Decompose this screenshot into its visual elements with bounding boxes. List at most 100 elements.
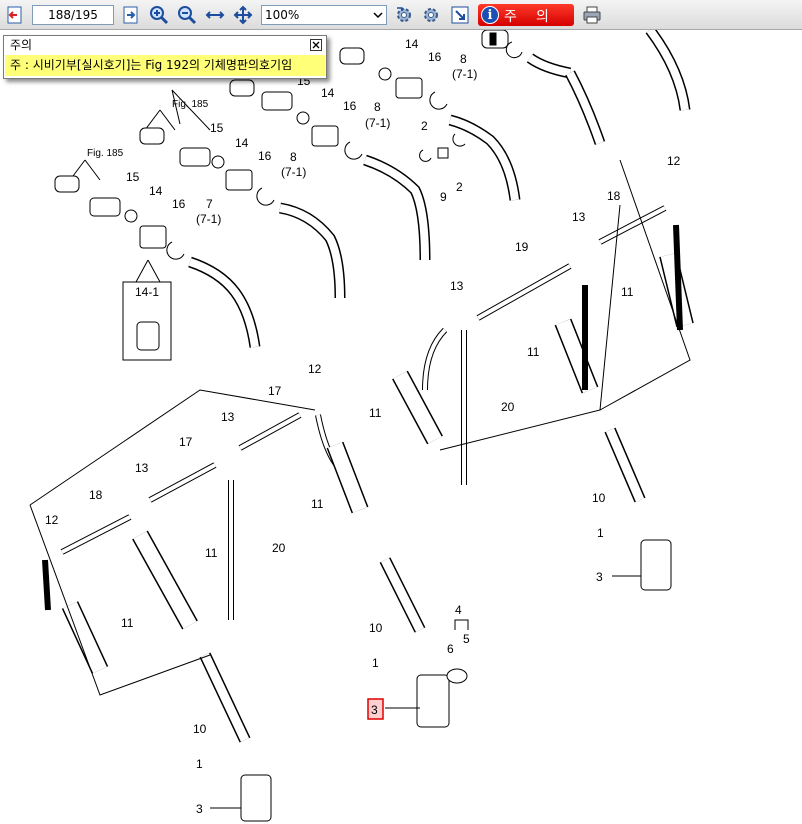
export-icon bbox=[451, 6, 469, 24]
connector-top-right bbox=[481, 30, 691, 145]
label-13-b: 13 bbox=[450, 279, 464, 293]
popup-title: 주의 bbox=[4, 36, 326, 54]
label-14-a: 14 bbox=[405, 37, 419, 51]
close-icon bbox=[312, 41, 320, 49]
fit-width-button[interactable] bbox=[204, 4, 226, 26]
label-20-b: 20 bbox=[272, 541, 286, 555]
notice-label-second: 의 bbox=[536, 9, 549, 25]
row-4-assembly bbox=[54, 159, 261, 348]
label-8-c: 8 bbox=[290, 150, 297, 164]
zoom-in-icon bbox=[150, 6, 169, 25]
right-hose-system bbox=[392, 159, 694, 591]
label-16-a: 16 bbox=[428, 50, 442, 64]
rotate-cw-button[interactable] bbox=[393, 4, 415, 26]
label-12-c: 12 bbox=[45, 513, 59, 527]
chevron-down-icon bbox=[370, 6, 386, 24]
zoom-out-button[interactable] bbox=[176, 4, 198, 26]
label-14-1: 14-1 bbox=[135, 285, 159, 299]
label-18-a: 18 bbox=[607, 189, 621, 203]
label-1-a: 1 bbox=[597, 526, 604, 540]
zoom-out-icon bbox=[178, 6, 197, 25]
label-2-a: 2 bbox=[421, 119, 428, 133]
label-11-a: 11 bbox=[621, 285, 634, 299]
label-8-b: 8 bbox=[374, 100, 381, 114]
part-labels: Fig. 185 Fig. 185 14 16 8 (7-1) 15 14 16… bbox=[45, 37, 681, 816]
fit-page-button[interactable] bbox=[232, 4, 254, 26]
label-1-b: 1 bbox=[372, 656, 379, 670]
zoom-select[interactable]: 100% bbox=[261, 5, 387, 25]
label-12-a: 12 bbox=[667, 154, 681, 168]
left-hose-system bbox=[29, 389, 316, 822]
label-14-b: 14 bbox=[321, 86, 335, 100]
label-2-b: 2 bbox=[456, 180, 463, 194]
info-icon: i bbox=[481, 6, 499, 24]
label-13-a: 13 bbox=[572, 210, 586, 224]
label-8-1-c: (7-1) bbox=[281, 165, 306, 179]
label-11-f: 11 bbox=[121, 616, 134, 630]
zoom-value: 100% bbox=[265, 8, 300, 22]
export-button[interactable] bbox=[449, 4, 471, 26]
label-14-c: 14 bbox=[235, 136, 249, 150]
label-17-b: 17 bbox=[179, 435, 193, 449]
label-15-d: 15 bbox=[126, 170, 140, 184]
label-16-b: 16 bbox=[343, 99, 357, 113]
label-3-highlighted[interactable]: 3 bbox=[371, 703, 378, 717]
popup-close-button[interactable] bbox=[310, 39, 322, 51]
zoom-in-button[interactable] bbox=[148, 4, 170, 26]
label-13-c: 13 bbox=[221, 410, 235, 424]
label-11-c: 11 bbox=[369, 406, 382, 420]
label-10-c: 10 bbox=[193, 722, 207, 736]
label-6: 6 bbox=[447, 642, 454, 656]
label-10-a: 10 bbox=[592, 491, 606, 505]
move-arrows-icon bbox=[233, 5, 253, 25]
label-17-a: 17 bbox=[268, 384, 282, 398]
label-12-b: 12 bbox=[308, 362, 322, 376]
gear-icon bbox=[424, 8, 438, 22]
page-forward-icon bbox=[123, 6, 138, 24]
label-15-c: 15 bbox=[210, 121, 224, 135]
fig185-label-2[interactable]: Fig. 185 bbox=[87, 148, 124, 159]
label-18-b: 18 bbox=[89, 488, 103, 502]
label-4: 4 bbox=[455, 603, 462, 617]
popup-message: 주 : 시비기부[실시호기]는 Fig 192의 기체명판의호기임 bbox=[5, 55, 325, 76]
page-back-icon bbox=[7, 6, 22, 24]
page-number-input[interactable]: 188/195 bbox=[32, 5, 114, 25]
label-10-b: 10 bbox=[369, 621, 383, 635]
row-2-assembly bbox=[171, 79, 466, 261]
print-button[interactable] bbox=[581, 4, 603, 26]
row-1-assembly bbox=[339, 47, 521, 201]
printer-icon bbox=[583, 6, 601, 24]
label-3-a: 3 bbox=[596, 570, 603, 584]
highlighted-part-box[interactable] bbox=[367, 698, 384, 720]
label-19: 19 bbox=[515, 240, 529, 254]
label-7-1: (7-1) bbox=[196, 212, 221, 226]
viewer-toolbar: 188/195 100% i 주 의 bbox=[0, 0, 802, 30]
label-8-1-b: (7-1) bbox=[365, 116, 390, 130]
label-9: 9 bbox=[440, 190, 447, 204]
label-11-d: 11 bbox=[311, 497, 324, 511]
row-3-assembly bbox=[139, 109, 346, 299]
rotate-ccw-button[interactable] bbox=[420, 4, 442, 26]
label-20-a: 20 bbox=[501, 400, 515, 414]
label-3-c: 3 bbox=[196, 802, 203, 816]
label-8-1-a: (7-1) bbox=[452, 67, 477, 81]
parts-diagram: Fig. 185 Fig. 185 14 16 8 (7-1) 15 14 16… bbox=[29, 30, 694, 822]
label-5: 5 bbox=[463, 632, 470, 646]
label-16-c: 16 bbox=[258, 149, 272, 163]
label-8-a: 8 bbox=[460, 52, 467, 66]
center-hose-system bbox=[315, 414, 469, 728]
notice-button[interactable]: i 주 의 bbox=[478, 4, 574, 26]
notice-label-first: 주 bbox=[504, 9, 517, 25]
label-1-c: 1 bbox=[196, 757, 203, 771]
fit-width-icon bbox=[205, 11, 225, 19]
label-11-b: 11 bbox=[527, 345, 540, 359]
next-page-button[interactable] bbox=[120, 4, 142, 26]
first-page-button[interactable] bbox=[4, 4, 26, 26]
notice-popup: 주의 주 : 시비기부[실시호기]는 Fig 192의 기체명판의호기임 bbox=[3, 35, 327, 79]
label-13-d: 13 bbox=[135, 461, 149, 475]
fig185-label-1[interactable]: Fig. 185 bbox=[172, 99, 209, 110]
label-14-d: 14 bbox=[149, 184, 163, 198]
label-16-d: 16 bbox=[172, 197, 186, 211]
label-11-e: 11 bbox=[205, 546, 218, 560]
gear-arrow-icon bbox=[397, 7, 411, 22]
